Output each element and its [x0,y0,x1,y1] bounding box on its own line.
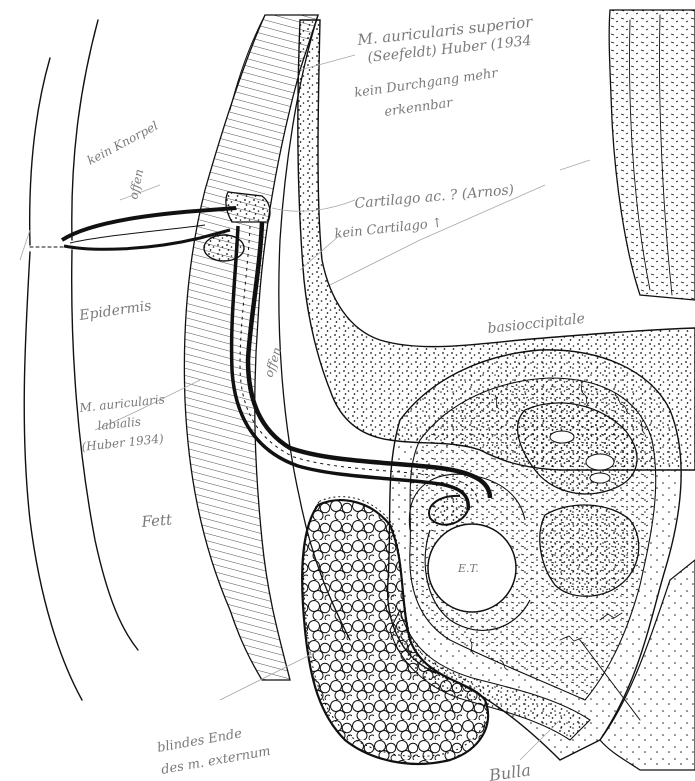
label-kein-cartilago: kein Cartilago ↑ [334,216,444,242]
label-margin-top-left: kein Knorpel [85,119,161,168]
label-offen-top: offen [126,168,146,201]
label-m-auricularis-lab-1: M. auricularis [78,392,166,415]
label-kein-durchgang: kein Durchgang mehr [353,66,499,101]
label-huber-1934: (Huber 1934) [81,431,165,454]
label-bulla: Bulla [487,760,532,781]
label-cartilago-ac: Cartilago ac. ? (Arnos) [354,182,515,212]
skin-layers [24,20,138,700]
label-fett: Fett [140,510,174,531]
label-erkennbar: erkennbar [383,95,454,119]
fibrous-block [609,10,695,300]
label-m-auricularis-lab-2: labialis [97,415,142,433]
label-epidermis: Epidermis [77,298,152,324]
label-basioccipitale: basioccipitale [487,311,586,337]
label-et: E.T. [457,562,479,575]
